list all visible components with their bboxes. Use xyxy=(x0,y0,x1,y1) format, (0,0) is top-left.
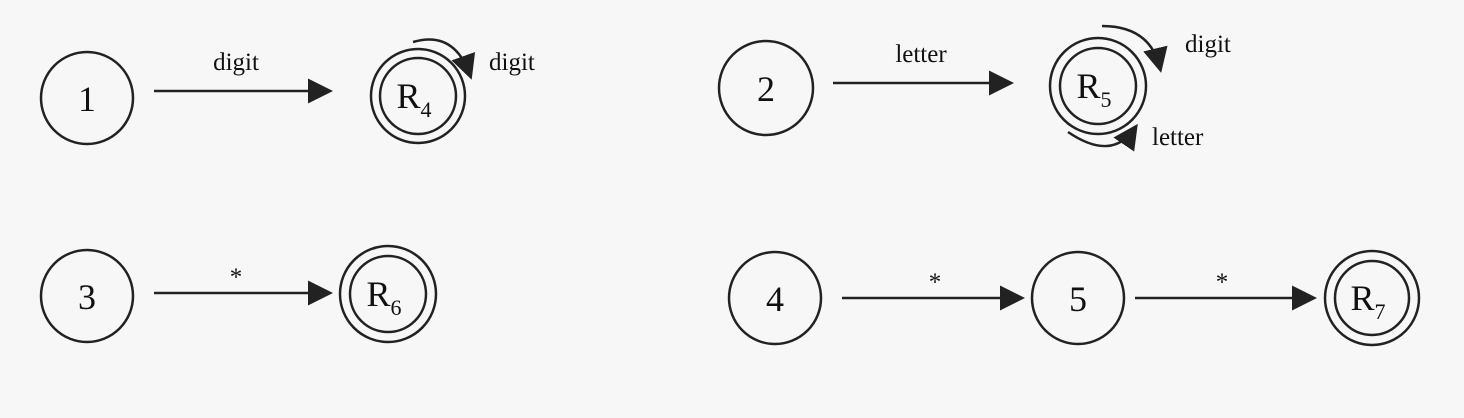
state-label: R7 xyxy=(1350,278,1385,324)
state-name: R xyxy=(366,274,390,314)
state-inner-circle xyxy=(348,254,428,334)
transition-label: digit xyxy=(213,49,259,76)
state-subscript: 7 xyxy=(1375,299,1386,324)
state-label: 1 xyxy=(78,79,96,119)
state-circle xyxy=(1030,250,1126,346)
state-circle xyxy=(39,50,135,146)
state-label: R4 xyxy=(396,76,431,122)
state-label: R6 xyxy=(366,274,401,320)
transition-label: * xyxy=(929,269,942,296)
state-inner-circle xyxy=(1058,46,1138,126)
state-r6: R6 xyxy=(338,244,438,344)
automaton-1: 1 digit R4 digit xyxy=(39,38,535,146)
state-name: R xyxy=(396,76,420,116)
transition-label: * xyxy=(1216,269,1229,296)
state-5: 5 xyxy=(1030,250,1126,346)
state-inner-circle xyxy=(378,56,458,136)
state-1: 1 xyxy=(39,50,135,146)
state-inner-circle xyxy=(1333,259,1411,337)
state-r5: R5 xyxy=(1048,36,1148,136)
state-name: R xyxy=(1076,66,1100,106)
state-label: R5 xyxy=(1076,66,1111,112)
state-circle xyxy=(727,250,823,346)
state-label: 4 xyxy=(766,279,784,319)
transition-label: * xyxy=(230,264,243,291)
self-loop-arrow-bottom xyxy=(1067,123,1138,152)
state-2: 2 xyxy=(717,39,815,137)
state-r4: R4 xyxy=(369,47,467,145)
state-subscript: 4 xyxy=(421,97,432,122)
state-r7: R7 xyxy=(1323,249,1421,347)
state-name: R xyxy=(1350,278,1374,318)
self-loop-arrow xyxy=(412,38,476,80)
state-outer-circle xyxy=(1048,36,1148,136)
state-outer-circle xyxy=(369,47,467,145)
automaton-4: 4 * 5 * R7 xyxy=(727,249,1421,347)
state-4: 4 xyxy=(727,250,823,346)
self-loop-label-bottom: letter xyxy=(1152,124,1204,151)
state-label: 2 xyxy=(757,69,775,109)
state-label: 3 xyxy=(78,277,96,317)
state-subscript: 5 xyxy=(1101,87,1112,112)
self-loop-label: digit xyxy=(489,49,535,76)
state-subscript: 6 xyxy=(391,295,402,320)
state-outer-circle xyxy=(338,244,438,344)
self-loop-arrow-top xyxy=(1101,24,1168,73)
state-outer-circle xyxy=(1323,249,1421,347)
state-3: 3 xyxy=(39,248,135,344)
state-circle xyxy=(39,248,135,344)
self-loop-label-top: digit xyxy=(1185,31,1231,58)
automaton-2: 2 letter R5 digit letter xyxy=(717,24,1231,152)
state-label: 5 xyxy=(1069,279,1087,319)
transition-label: letter xyxy=(895,41,947,68)
automaton-3: 3 * R6 xyxy=(39,244,438,344)
state-circle xyxy=(717,39,815,137)
